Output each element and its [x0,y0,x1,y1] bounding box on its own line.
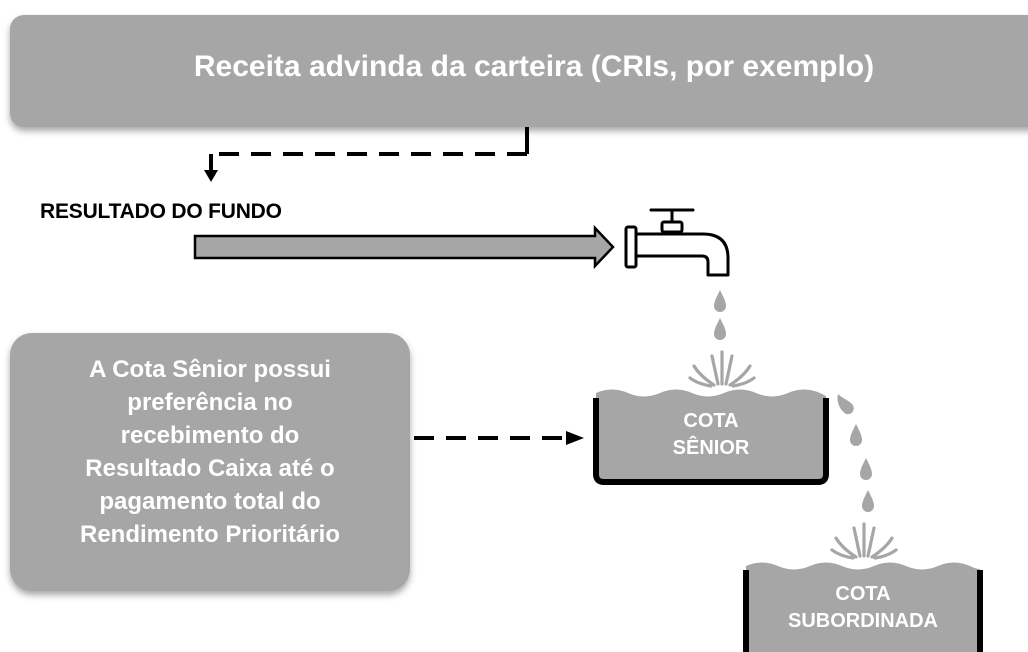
tank-icon [593,389,829,485]
senior-tank-label: COTA SÊNIOR [596,408,826,462]
priority-note-box: A Cota Sênior possui preferência no rece… [10,333,410,591]
water-drop-icon [714,290,726,340]
revenue-banner: Receita advinda da carteira (CRIs, por e… [10,15,1028,127]
splash-icon [830,522,898,560]
subordinada-tank-label-line2: SUBORDINADA [788,610,938,632]
subordinada-tank-label: COTA SUBORDINADA [746,581,980,635]
note-line: preferência no [127,389,293,416]
splash-icon [688,350,756,388]
priority-connector-arrow [414,431,584,445]
subordinada-tank-label-line1: COTA [835,583,891,605]
note-line: pagamento total do [99,488,321,515]
note-line: A Cota Sênior possui [89,356,331,383]
faucet-icon [624,208,730,277]
fund-flow-arrow [193,224,615,270]
banner-connector-arrow [204,127,529,182]
revenue-banner-title: Receita advinda da carteira (CRIs, por e… [193,50,875,83]
note-line: Resultado Caixa até o [85,455,335,482]
senior-tank-label-line1: COTA [683,410,739,432]
tank-icon [743,562,983,652]
note-line: Rendimento Prioritário [79,521,341,548]
senior-tank-label-line2: SÊNIOR [672,437,750,459]
priority-note-text: A Cota Sênior possui preferência no rece… [10,353,410,551]
fund-result-label: RESULTADO DO FUNDO [40,200,282,223]
water-drop-icon [837,394,874,512]
note-line: recebimento do [120,422,300,449]
